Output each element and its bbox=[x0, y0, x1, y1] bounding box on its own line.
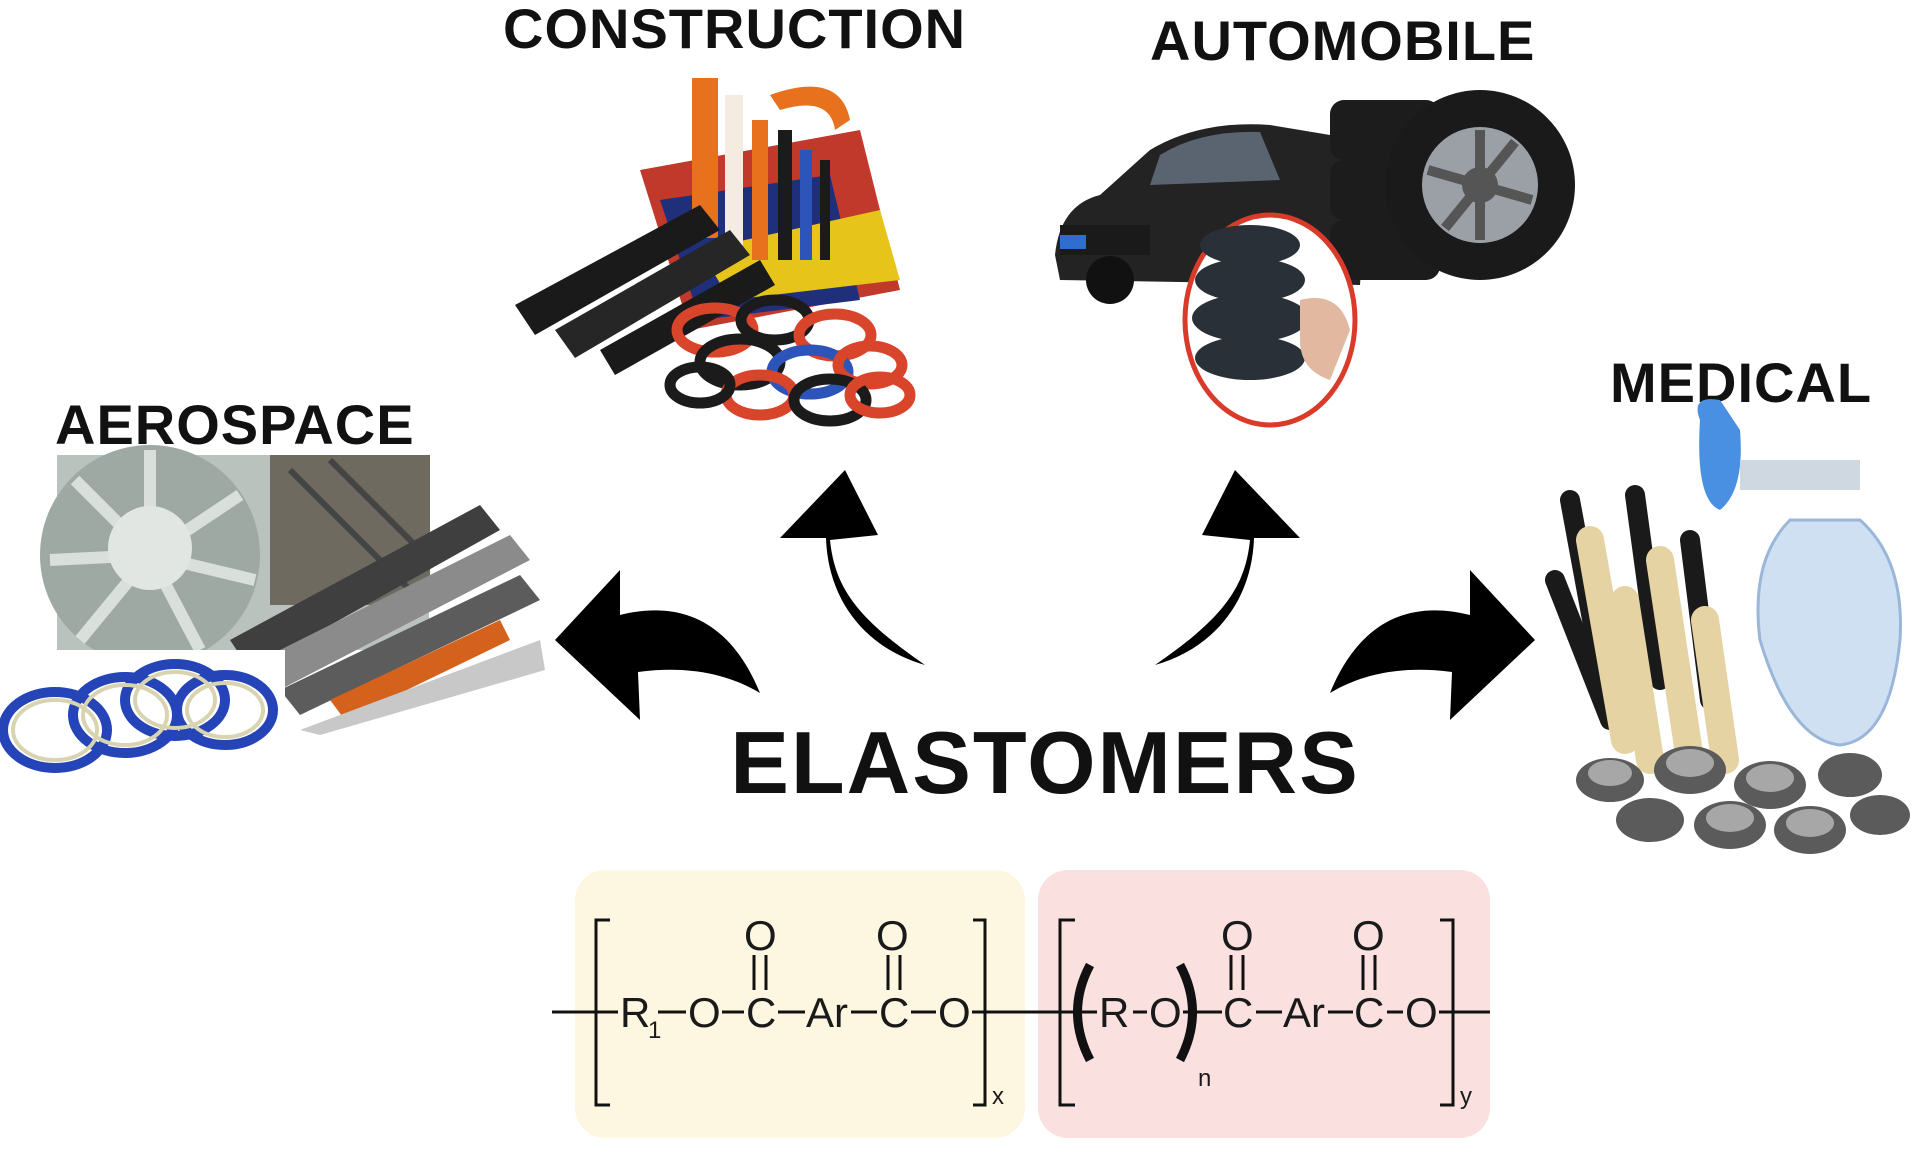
soft-r: R bbox=[1099, 989, 1129, 1036]
hard-ar: Ar bbox=[806, 989, 848, 1036]
soft-segment-box bbox=[1038, 870, 1490, 1138]
aerospace-label: AEROSPACE bbox=[55, 393, 415, 456]
chemical-formula: R 1 O C O Ar C O O x R O n C O Ar bbox=[552, 870, 1490, 1138]
automobile-label: AUTOMOBILE bbox=[1150, 9, 1536, 72]
hard-c2: C bbox=[879, 989, 909, 1036]
soft-ar: Ar bbox=[1283, 989, 1325, 1036]
car-and-tires-image bbox=[1055, 90, 1575, 428]
medical-tubing-image bbox=[1545, 399, 1910, 854]
hard-o1: O bbox=[688, 989, 721, 1036]
soft-carbonyl-o1: O bbox=[1221, 912, 1254, 959]
elastomers-title: ELASTOMERS bbox=[730, 713, 1360, 812]
jet-engine-seals-image bbox=[0, 445, 545, 780]
hard-r1: R bbox=[620, 989, 650, 1036]
hard-o2: O bbox=[938, 989, 971, 1036]
hard-subscript-x: x bbox=[992, 1083, 1004, 1110]
arrows bbox=[555, 470, 1535, 720]
soft-c1: C bbox=[1223, 989, 1253, 1036]
hard-carbonyl-o2: O bbox=[876, 912, 909, 959]
soft-c2: C bbox=[1354, 989, 1384, 1036]
hard-c1: C bbox=[746, 989, 776, 1036]
hard-carbonyl-o1: O bbox=[744, 912, 777, 959]
soft-o2: O bbox=[1405, 989, 1438, 1036]
arrow-to-automobile bbox=[1155, 470, 1300, 665]
construction-label: CONSTRUCTION bbox=[503, 0, 967, 60]
arrow-to-aerospace bbox=[555, 570, 760, 720]
medical-label: MEDICAL bbox=[1610, 351, 1873, 414]
arrow-to-medical bbox=[1330, 570, 1535, 720]
soft-o: O bbox=[1149, 989, 1182, 1036]
construction-materials-image bbox=[515, 78, 916, 427]
hard-segment-box bbox=[575, 870, 1025, 1138]
arrow-to-construction bbox=[780, 470, 925, 665]
soft-subscript-n: n bbox=[1198, 1065, 1211, 1092]
soft-carbonyl-o2: O bbox=[1352, 912, 1385, 959]
hard-r1-subscript: 1 bbox=[648, 1017, 661, 1044]
soft-subscript-y: y bbox=[1460, 1083, 1472, 1110]
